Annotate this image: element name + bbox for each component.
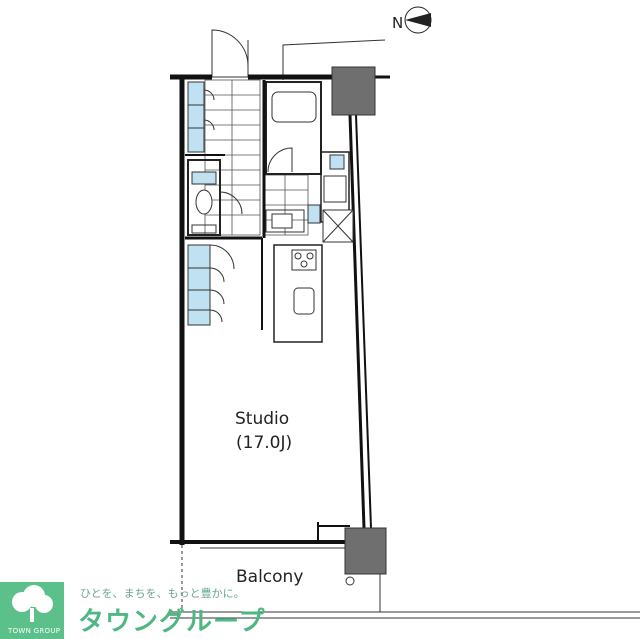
- stove-icon: [291, 249, 317, 271]
- closet: [187, 244, 235, 326]
- column-top: [331, 66, 376, 116]
- toilet-room: [187, 159, 243, 236]
- shoe-cabinet: [187, 81, 215, 153]
- compass-icon: N: [392, 6, 432, 34]
- balcony-area: [170, 545, 640, 619]
- bathtub-icon: [271, 91, 317, 123]
- brand-name: タウングループ: [78, 607, 266, 637]
- logo-group-text: TOWN GROUP: [8, 627, 61, 635]
- bathroom: [265, 81, 322, 175]
- tagline: ひとを、まちを、もっと豊かに。: [80, 587, 245, 600]
- town-group-logo: TOWN GROUP: [0, 582, 64, 639]
- sink-icon: [293, 287, 315, 315]
- toilet-icon: [195, 189, 213, 215]
- entry-door-icon: [211, 29, 249, 78]
- column-bottom: [344, 527, 387, 575]
- compass-label: N: [392, 14, 403, 32]
- outer-walls: [170, 74, 390, 545]
- balcony-label: Balcony: [236, 567, 303, 587]
- studio-size-label: (17.0J): [236, 433, 292, 453]
- kitchen-counter: [273, 244, 323, 343]
- studio-label: Studio: [235, 409, 289, 429]
- tree-icon: [12, 585, 53, 622]
- washroom: [265, 151, 354, 243]
- interior-walls: [185, 80, 266, 330]
